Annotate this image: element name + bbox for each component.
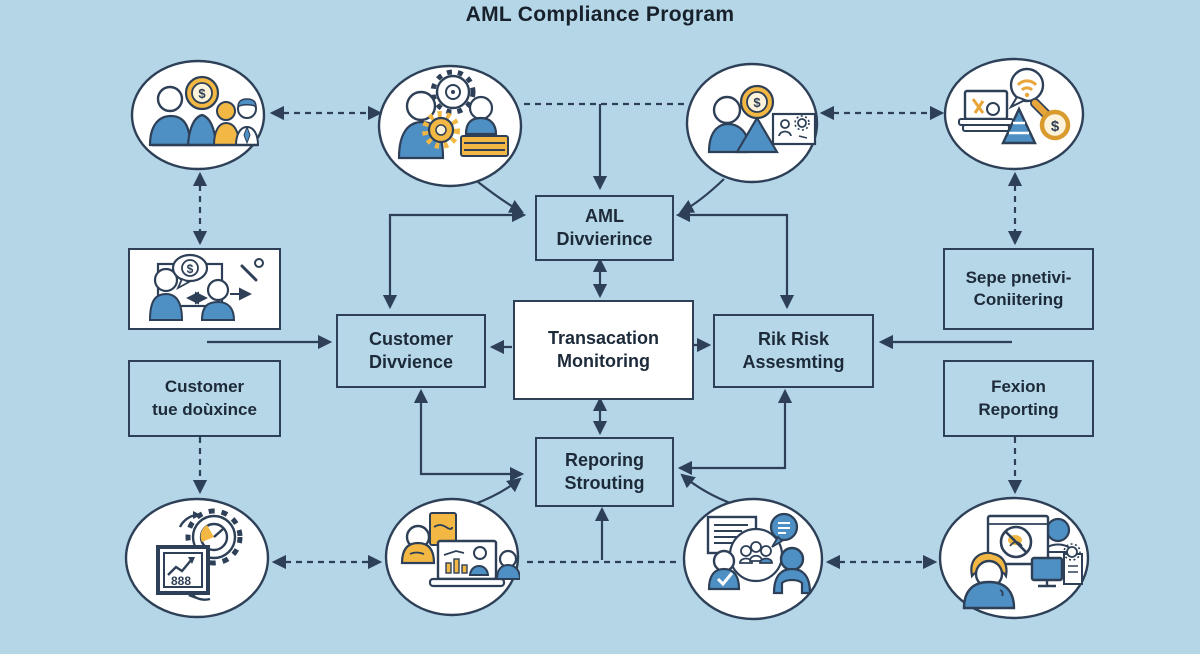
node-label: Monitoring xyxy=(557,351,650,371)
circle-bottom-left: 888 xyxy=(124,497,270,619)
node-label: Transacation xyxy=(547,327,660,348)
customer-dollar-exchange-box: $ xyxy=(128,248,281,330)
circle-top-center-left xyxy=(377,64,523,188)
laptop-wifi-dollar-search-icon: $ xyxy=(943,57,1085,171)
node-risk-assessment: Rik Risk Assesmting xyxy=(713,314,874,388)
node-label: Divvience xyxy=(368,352,454,372)
team-meeting-discussion-icon xyxy=(682,497,824,621)
node-aml-divvierince: AML Divvierince xyxy=(535,195,674,261)
circle-top-center-right: $ xyxy=(685,62,819,184)
node-reporting-routing: Reporing Strouting xyxy=(535,437,674,507)
people-process-gears-icon xyxy=(377,64,523,188)
node-label: Reporing xyxy=(565,449,644,470)
person-dollar-certificate-icon: $ xyxy=(685,62,819,184)
svg-text:$: $ xyxy=(753,95,761,110)
page-title: AML Compliance Program xyxy=(465,3,735,26)
solid-connectors xyxy=(207,104,1012,560)
node-customer-due: Customer tue doùxince xyxy=(128,360,281,437)
node-label: Fexion xyxy=(991,377,1046,397)
node-label: Customer xyxy=(368,328,453,349)
circle-bottom-center-right xyxy=(682,497,824,621)
circle-top-left: $ xyxy=(130,59,266,171)
node-separate-monitoring: Sepe pnetivi- Coniitering xyxy=(943,248,1094,330)
node-transaction-monitoring: Transacation Monitoring xyxy=(513,300,694,400)
svg-text:$: $ xyxy=(1051,118,1060,135)
node-label: AML xyxy=(585,205,624,226)
node-label: Strouting xyxy=(564,473,645,493)
svg-text:888: 888 xyxy=(171,574,191,588)
node-fexion-reporting: Fexion Reporting xyxy=(943,360,1094,437)
node-label: tue doùxince xyxy=(152,399,257,419)
circle-bottom-right xyxy=(938,496,1090,620)
node-label: Coniitering xyxy=(973,290,1064,309)
node-customer-divvience: Customer Divvience xyxy=(336,314,486,388)
node-label: Customer xyxy=(164,377,245,397)
node-label: Reporting xyxy=(978,399,1059,419)
staff-training-presentation-icon xyxy=(384,497,520,617)
circle-top-right: $ xyxy=(943,57,1085,171)
growth-chart-gauge-gear-icon: 888 xyxy=(124,497,270,619)
customers-dollar-badge-icon: $ xyxy=(130,59,266,171)
circle-bottom-center-left xyxy=(384,497,520,617)
node-label: Rik Risk xyxy=(757,328,830,349)
dashed-connectors xyxy=(192,102,1023,570)
customer-dollar-exchange-icon: $ xyxy=(148,253,264,321)
node-label: Divvierince xyxy=(556,229,653,249)
svg-text:$: $ xyxy=(187,262,194,276)
compliance-monitoring-block-icon xyxy=(938,496,1090,620)
svg-text:$: $ xyxy=(198,86,206,101)
node-label: Assesmting xyxy=(742,352,845,372)
node-label: Sepe pnetivi- xyxy=(965,267,1072,287)
